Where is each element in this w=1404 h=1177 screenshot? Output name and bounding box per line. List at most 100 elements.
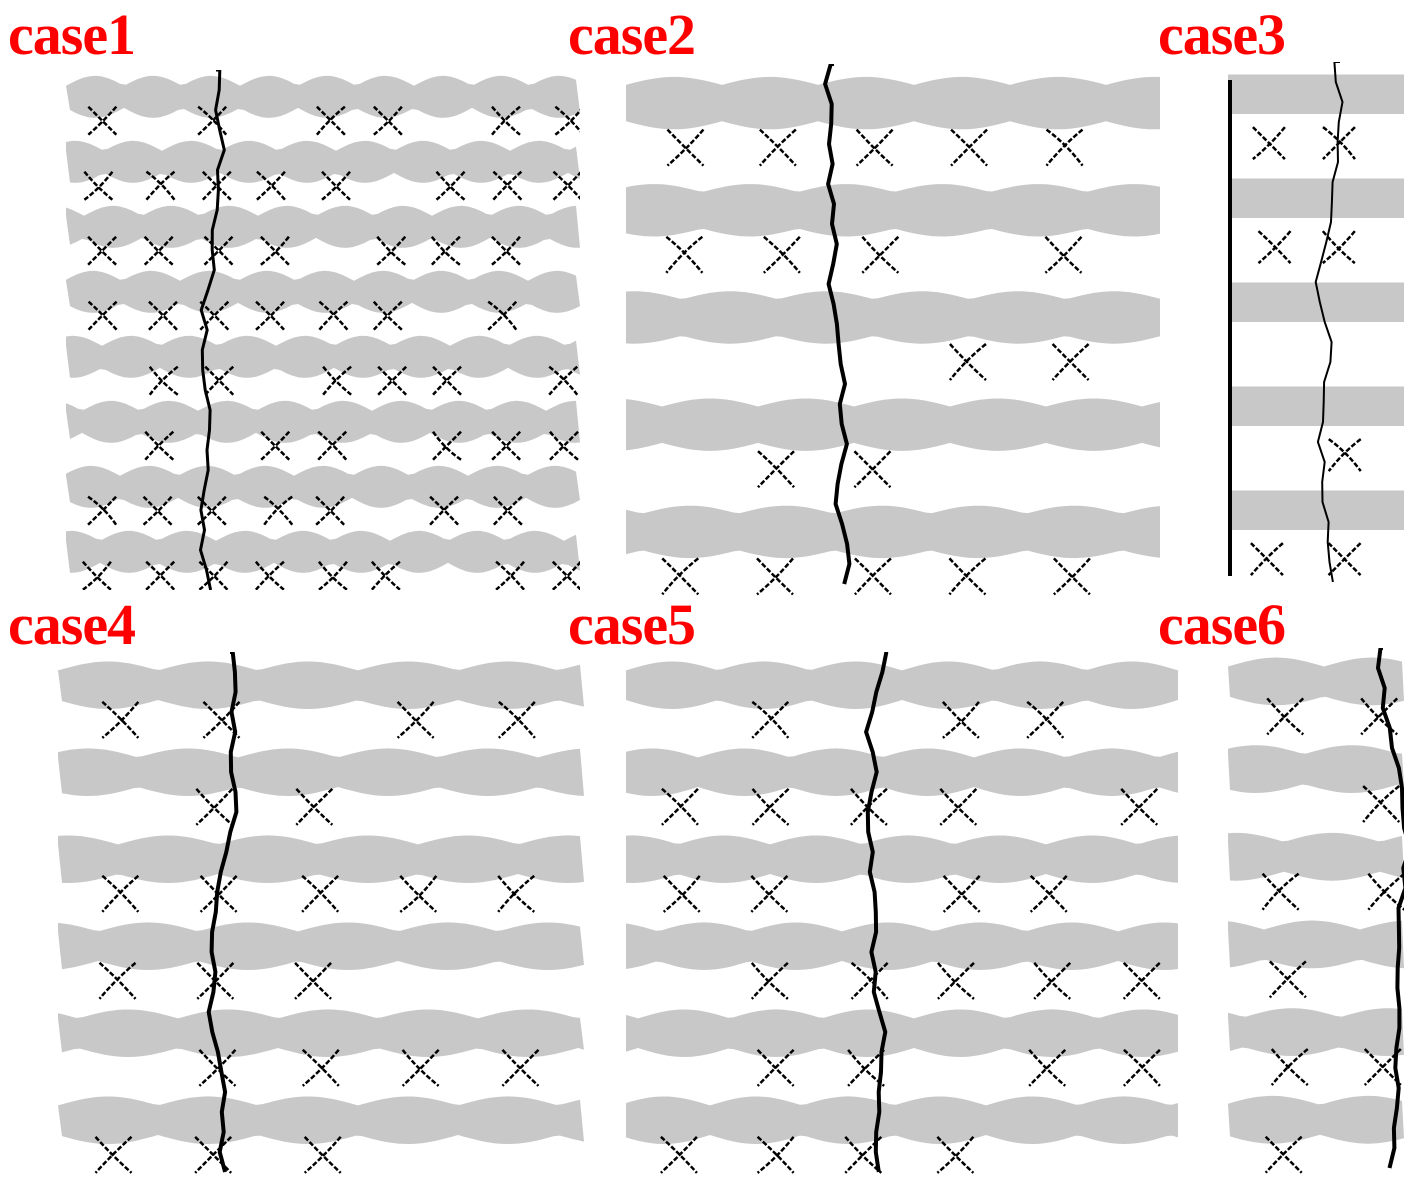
crack-segment	[401, 1048, 440, 1087]
crack-segment	[396, 701, 435, 739]
crack-segment	[551, 560, 580, 590]
panel-case6	[1228, 648, 1404, 1174]
matrix-band	[626, 505, 1160, 559]
matrix-band	[66, 335, 580, 378]
matrix-band	[626, 922, 1178, 970]
crack-segment	[87, 105, 118, 136]
crack-segment	[662, 874, 701, 913]
matrix-band	[626, 398, 1160, 451]
crack-segment	[1122, 1048, 1161, 1087]
matrix-band	[1228, 1095, 1404, 1144]
crack-segment	[435, 170, 466, 201]
crack-segment	[1270, 1048, 1309, 1086]
crack-segment	[148, 365, 179, 396]
crack-segment	[1251, 126, 1286, 161]
crack-segment	[315, 105, 346, 136]
matrix-band	[58, 1009, 584, 1057]
crack-segment	[861, 235, 900, 274]
main-crack	[823, 64, 852, 585]
matrix-band	[66, 140, 580, 183]
crack-segment	[377, 365, 408, 396]
main-crack	[1375, 648, 1404, 1169]
crack-segment	[432, 365, 462, 396]
crack-segment	[260, 430, 291, 461]
matrix-band	[1228, 745, 1404, 793]
matrix-band	[626, 1096, 1178, 1144]
crack-segment	[101, 874, 140, 913]
matrix-band	[66, 465, 580, 508]
crack-segment	[94, 1135, 133, 1174]
matrix-band	[1228, 282, 1404, 322]
crack-segment	[197, 105, 228, 136]
crack-segment	[370, 560, 401, 590]
crack-segment	[430, 235, 461, 266]
crack-segment	[549, 430, 579, 461]
crack-segment	[301, 874, 340, 913]
crack-segment	[751, 787, 790, 826]
crack-segment	[1266, 697, 1305, 736]
crack-segment	[750, 874, 789, 913]
crack-segment	[1045, 128, 1084, 167]
matrix-band	[1228, 1008, 1404, 1056]
crack-segment	[1264, 1135, 1303, 1174]
crack-segment	[142, 495, 173, 526]
matrix-band	[626, 835, 1178, 883]
main-crack	[1314, 62, 1344, 582]
main-crack	[864, 652, 889, 1173]
crack-segment	[757, 450, 795, 489]
crack-segment	[939, 788, 978, 826]
matrix-band	[626, 661, 1178, 709]
crack-segment	[853, 557, 892, 596]
crack-segment	[144, 430, 175, 461]
crack-segment	[87, 235, 118, 266]
crack-segment	[429, 495, 459, 526]
crack-segment	[317, 560, 348, 590]
crack-segment	[1362, 785, 1401, 823]
crack-segment	[1051, 343, 1090, 381]
panel-case1	[66, 70, 580, 590]
crack-segment	[83, 170, 114, 201]
crack-segment	[198, 560, 229, 590]
crack-segment	[254, 560, 285, 590]
crack-segment	[87, 495, 118, 526]
matrix-band	[66, 205, 580, 248]
crack-segment	[1120, 787, 1159, 826]
crack-segment	[665, 235, 704, 274]
crack-segment	[948, 557, 987, 596]
crack-segment	[145, 170, 176, 201]
crack-segment	[1367, 872, 1404, 911]
matrix-band	[1228, 386, 1404, 426]
crack-segment	[1257, 230, 1292, 265]
crack-segment	[936, 1136, 975, 1174]
crack-segment	[948, 343, 987, 381]
matrix-band	[66, 270, 580, 313]
crack-segment	[98, 961, 137, 1000]
crack-segment	[318, 300, 349, 331]
crack-segment	[399, 875, 438, 913]
crack-segment	[762, 235, 801, 274]
main-crack	[206, 652, 239, 1173]
crack-segment	[492, 495, 523, 526]
crack-segment	[1044, 235, 1083, 274]
matrix-band	[1228, 178, 1404, 218]
matrix-band	[58, 661, 584, 709]
crack-segment	[198, 1049, 237, 1087]
panel-case3	[1228, 62, 1404, 582]
crack-segment	[321, 170, 351, 201]
crack-segment	[294, 961, 332, 1000]
crack-segment	[301, 1048, 340, 1087]
panel-case4	[58, 652, 584, 1174]
crack-segment	[195, 788, 234, 826]
crack-segment	[501, 1048, 540, 1087]
crack-segment	[942, 875, 981, 913]
matrix-band	[1228, 490, 1404, 530]
crack-segment	[850, 961, 889, 1000]
crack-segment	[660, 1135, 698, 1174]
crack-segment	[492, 170, 523, 201]
crack-segment	[491, 105, 521, 136]
crack-segment	[145, 560, 176, 590]
crack-segment	[1052, 557, 1091, 596]
matrix-band	[58, 1096, 584, 1144]
panel-case2	[626, 64, 1160, 600]
crack-segment	[295, 787, 334, 826]
